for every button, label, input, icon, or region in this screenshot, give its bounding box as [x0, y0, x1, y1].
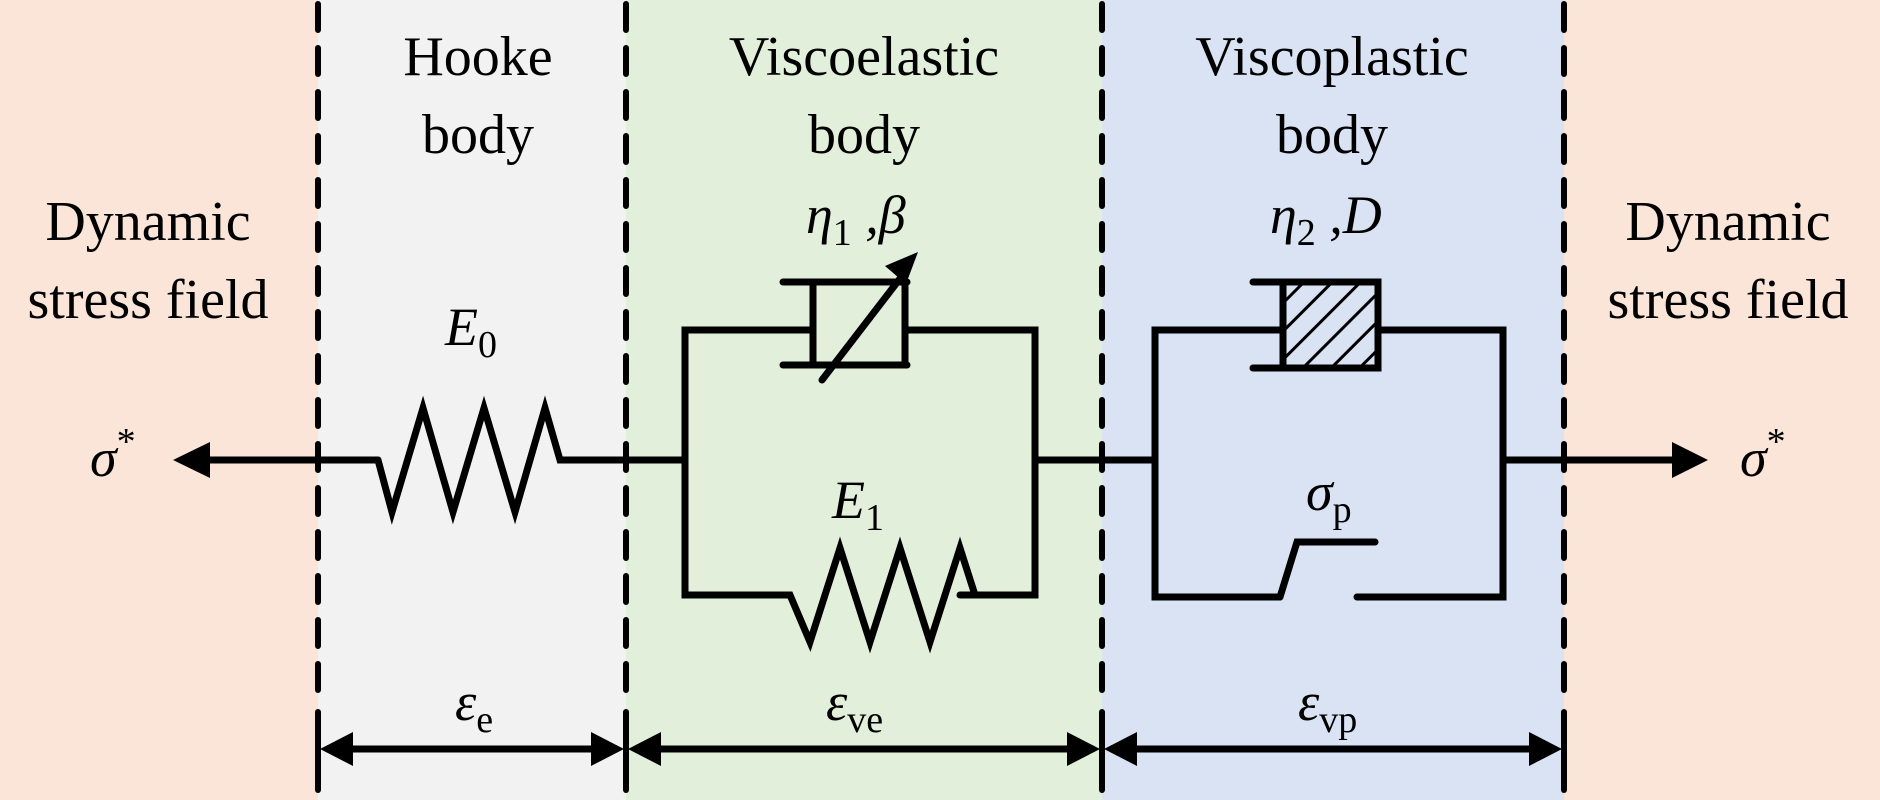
left-stress-star: *	[117, 421, 136, 463]
left-stress-sigma: σ	[90, 428, 119, 488]
sigma-p-subscript: p	[1333, 489, 1352, 531]
right-stress-star: *	[1767, 421, 1786, 463]
eta1-symbol: η	[806, 185, 833, 245]
viscoelastic-spring	[771, 536, 979, 654]
eta2-subscript: 2	[1297, 212, 1316, 254]
hooke-title-line1: Hooke	[403, 26, 552, 88]
eps-e-subscript: e	[476, 699, 493, 741]
eta2-symbol: η	[1270, 185, 1297, 245]
left-arrow-head	[173, 442, 210, 478]
hooke-spring-label: E0	[444, 297, 497, 366]
viscoplastic-frame-right	[1353, 326, 1507, 601]
left-stress-field-region	[0, 0, 318, 800]
left-field-label-line2: stress field	[27, 269, 268, 331]
plastic-slider	[1276, 538, 1379, 601]
strain-arrow-ve	[628, 732, 1100, 766]
left-field-label-line1: Dynamic	[45, 191, 250, 253]
right-field-label-line1: Dynamic	[1625, 191, 1830, 253]
slider-label: σp	[1306, 462, 1352, 531]
viscoelastic-title-line1: Viscoelastic	[729, 26, 999, 88]
hooke-spring	[374, 395, 689, 525]
e0-subscript: 0	[478, 324, 497, 366]
variable-dashpot	[779, 252, 918, 384]
sigma-p-symbol: σ	[1306, 462, 1335, 522]
viscoelastic-frame-top-left	[681, 326, 817, 599]
eps-ve-subscript: ve	[847, 699, 883, 741]
viscoelastic-region	[626, 0, 1102, 800]
e1-subscript: 1	[865, 497, 884, 539]
e0-symbol: E	[444, 297, 478, 357]
viscoplastic-frame-left	[1151, 326, 1287, 601]
viscoelastic-title-line2: body	[808, 104, 920, 166]
right-stress-field-region	[1564, 0, 1880, 800]
eps-vp-subscript: vp	[1319, 699, 1357, 741]
strain-arrow-e	[320, 732, 624, 766]
damage-symbol: ,D	[1316, 185, 1382, 245]
hooke-region	[318, 0, 626, 800]
strain-arrow-vp	[1104, 732, 1562, 766]
viscoplastic-title-line2: body	[1276, 104, 1388, 166]
right-stress-sigma: σ	[1740, 428, 1769, 488]
right-stress-symbol: σ*	[1740, 421, 1786, 488]
strain-label-vp: εvp	[1298, 672, 1357, 741]
strain-label-e: εe	[455, 672, 493, 741]
eps-e-symbol: ε	[455, 672, 477, 732]
strain-label-ve: εve	[826, 672, 883, 741]
dashpot2-label: η2 ,D	[1270, 185, 1382, 254]
e1-symbol: E	[831, 470, 865, 530]
viscoplastic-region	[1102, 0, 1564, 800]
right-arrow-head	[1672, 442, 1708, 478]
hatched-dashpot	[1249, 278, 1382, 372]
hooke-title-line2: body	[422, 104, 534, 166]
eps-vp-symbol: ε	[1298, 672, 1320, 732]
eps-ve-symbol: ε	[826, 672, 848, 732]
viscoplastic-title-line1: Viscoplastic	[1195, 26, 1468, 88]
eta1-subscript: 1	[833, 212, 852, 254]
left-stress-symbol: σ*	[90, 421, 136, 488]
beta-symbol: ,β	[852, 185, 906, 245]
dashpot1-label: η1 ,β	[806, 185, 906, 254]
spring1-label: E1	[831, 470, 884, 539]
right-field-label-line2: stress field	[1607, 269, 1848, 331]
